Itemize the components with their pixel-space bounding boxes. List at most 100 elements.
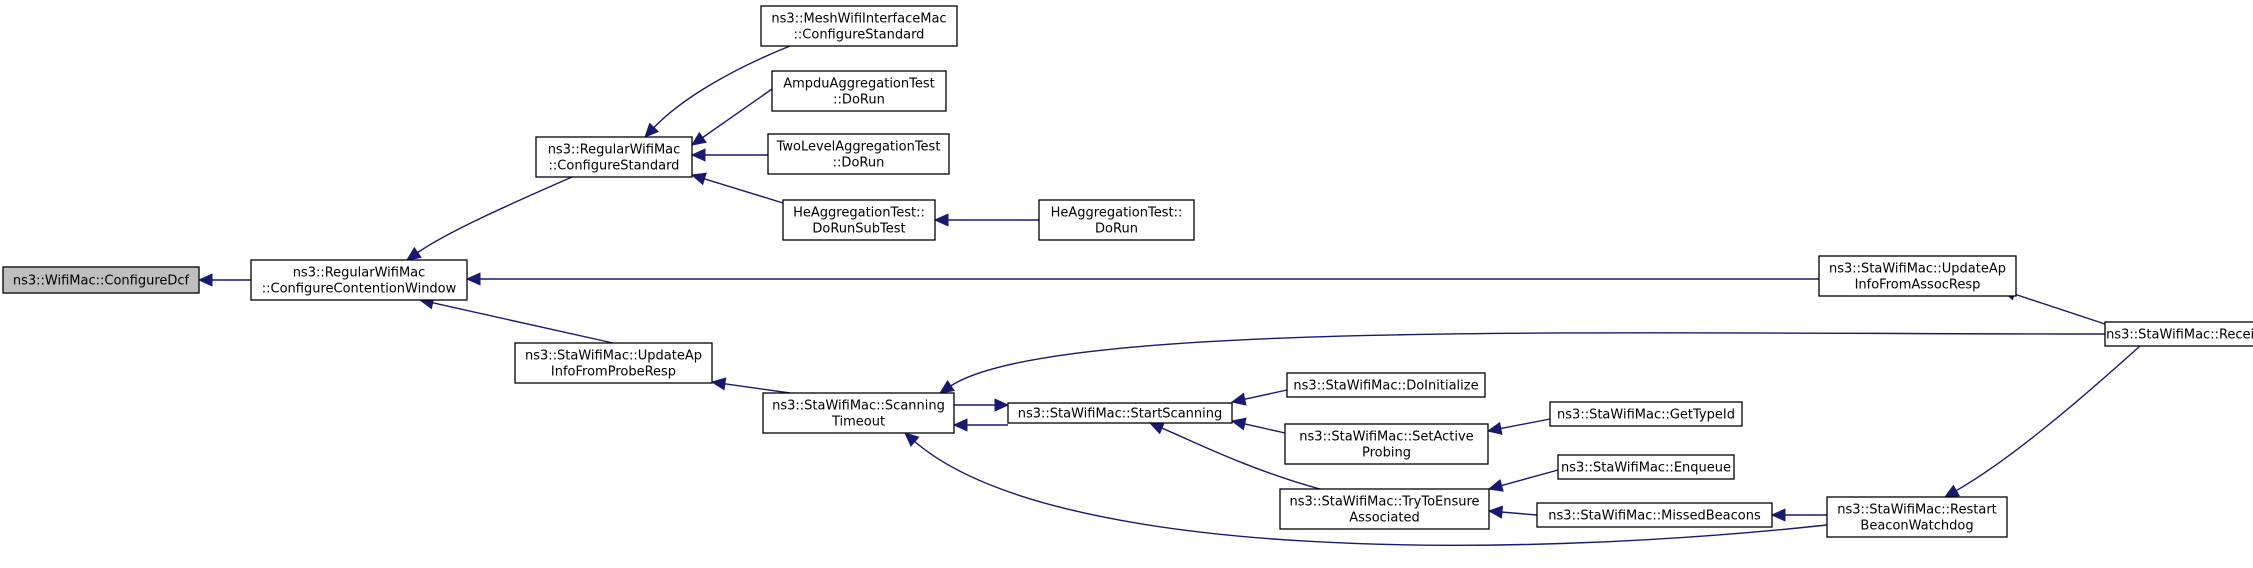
edge-layer bbox=[197, 45, 2141, 546]
arrowhead-icon bbox=[1487, 479, 1504, 492]
edge-mesh_configure_standard-to-regular_configure_standard bbox=[644, 45, 791, 138]
node-ampdu_dorun[interactable]: AmpduAggregationTest::DoRun bbox=[771, 70, 947, 112]
edge-line bbox=[703, 177, 784, 204]
edge-set_active_probing-to-start_scanning bbox=[1230, 417, 1286, 434]
edge-ampdu_dorun-to-regular_configure_standard bbox=[691, 88, 773, 146]
node-label: InfoFromProbeResp bbox=[551, 365, 676, 380]
arrowhead-icon bbox=[644, 122, 660, 138]
arrowhead-icon bbox=[691, 131, 707, 146]
node-label: ns3::StaWifiMac::StartScanning bbox=[1018, 407, 1223, 422]
node-label: Probing bbox=[1362, 446, 1411, 461]
node-receive[interactable]: ns3::StaWifiMac::Receive bbox=[2104, 321, 2253, 347]
node-missed_beacons[interactable]: ns3::StaWifiMac::MissedBeacons bbox=[1536, 502, 1773, 528]
node-label: AmpduAggregationTest bbox=[783, 77, 934, 92]
edge-line bbox=[1500, 469, 1559, 487]
node-label: ns3::StaWifiMac::SetActive bbox=[1299, 430, 1473, 445]
node-label: DoRunSubTest bbox=[812, 222, 905, 237]
arrowhead-icon bbox=[406, 246, 422, 261]
node-configure_dcf[interactable]: ns3::WifiMac::ConfigureDcf bbox=[2, 266, 200, 294]
node-label: ns3::StaWifiMac::UpdateAp bbox=[1829, 262, 2006, 277]
edge-restart_beacon_watchdog-to-scanning_timeout bbox=[904, 432, 1828, 546]
node-get_type_id[interactable]: ns3::StaWifiMac::GetTypeId bbox=[1549, 401, 1743, 427]
node-label: ::ConfigureContentionWindow bbox=[262, 282, 457, 297]
node-label: ns3::MeshWifiInterfaceMac bbox=[771, 12, 946, 27]
arrowhead-icon bbox=[465, 272, 481, 286]
node-label: ns3::StaWifiMac::Scanning bbox=[772, 399, 945, 414]
node-configure_contention_window[interactable]: ns3::RegularWifiMac::ConfigureContention… bbox=[250, 259, 468, 301]
edge-line bbox=[1499, 418, 1551, 430]
node-label: BeaconWatchdog bbox=[1860, 519, 1973, 534]
node-box bbox=[771, 70, 947, 112]
node-box bbox=[1284, 423, 1489, 465]
edge-missed_beacons-to-try_to_ensure_associated bbox=[1487, 505, 1538, 519]
edge-receive-to-update_ap_info_assoc bbox=[2000, 287, 2106, 325]
edge-line bbox=[1160, 427, 1321, 490]
edge-line bbox=[701, 88, 773, 139]
arrowhead-icon bbox=[1487, 505, 1504, 519]
node-label: ns3::RegularWifiMac bbox=[548, 143, 681, 158]
node-label: ::ConfigureStandard bbox=[794, 28, 925, 43]
node-box bbox=[1818, 255, 2017, 297]
node-he_dorunsubtest[interactable]: HeAggregationTest::DoRunSubTest bbox=[782, 199, 936, 241]
node-mesh_configure_standard[interactable]: ns3::MeshWifiInterfaceMac::ConfigureStan… bbox=[760, 5, 958, 47]
node-twolevel_dorun[interactable]: TwoLevelAggregationTest::DoRun bbox=[767, 133, 950, 175]
node-box bbox=[2, 266, 200, 294]
node-update_ap_info_assoc[interactable]: ns3::StaWifiMac::UpdateApInfoFromAssocRe… bbox=[1818, 255, 2017, 297]
edge-update_ap_info_probe-to-configure_contention_window bbox=[418, 296, 614, 344]
arrowhead-icon bbox=[1148, 422, 1166, 435]
edge-scanning_timeout-to-update_ap_info_probe bbox=[710, 377, 791, 394]
edge-configure_contention_window-to-configure_dcf bbox=[197, 273, 251, 287]
node-label: ::DoRun bbox=[833, 156, 885, 171]
node-update_ap_info_probe[interactable]: ns3::StaWifiMac::UpdateApInfoFromProbeRe… bbox=[514, 342, 713, 384]
node-enqueue[interactable]: ns3::StaWifiMac::Enqueue bbox=[1557, 454, 1735, 480]
arrowhead-icon bbox=[197, 273, 213, 287]
edge-line bbox=[949, 332, 2106, 387]
node-regular_configure_standard[interactable]: ns3::RegularWifiMac::ConfigureStandard bbox=[535, 136, 693, 178]
arrowhead-icon bbox=[710, 377, 727, 391]
node-box bbox=[1007, 402, 1233, 424]
node-label: ns3::RegularWifiMac bbox=[293, 266, 426, 281]
edge-scanning_timeout-to-start_scanning bbox=[954, 398, 1010, 412]
node-start_scanning[interactable]: ns3::StaWifiMac::StartScanning bbox=[1007, 402, 1233, 424]
node-box bbox=[1557, 454, 1735, 480]
edge-get_type_id-to-set_active_probing bbox=[1486, 418, 1551, 435]
node-label: ::ConfigureStandard bbox=[549, 159, 680, 174]
node-box bbox=[762, 392, 955, 434]
node-box bbox=[767, 133, 950, 175]
node-box bbox=[2104, 321, 2253, 347]
node-label: ns3::StaWifiMac::MissedBeacons bbox=[1548, 509, 1761, 524]
node-label: Associated bbox=[1349, 511, 1419, 526]
node-label: DoRun bbox=[1095, 222, 1138, 237]
arrowhead-icon bbox=[933, 213, 949, 227]
node-label: ns3::StaWifiMac::Restart bbox=[1837, 503, 1997, 518]
edge-regular_configure_standard-to-configure_contention_window bbox=[406, 176, 573, 261]
node-box bbox=[535, 136, 693, 178]
edge-line bbox=[1500, 511, 1538, 516]
edge-start_scanning-to-scanning_timeout bbox=[952, 418, 1008, 432]
edge-he_dorun-to-he_dorunsubtest bbox=[933, 213, 1039, 227]
node-layer: ns3::WifiMac::ConfigureDcf ns3::RegularWi… bbox=[2, 5, 2253, 538]
node-box bbox=[760, 5, 958, 47]
edge-try_to_ensure_associated-to-start_scanning bbox=[1148, 422, 1321, 490]
edge-line bbox=[2013, 293, 2106, 325]
edge-line bbox=[1955, 345, 2141, 492]
node-box bbox=[1286, 372, 1486, 398]
arrowhead-icon bbox=[1230, 417, 1247, 431]
arrowhead-icon bbox=[1230, 392, 1247, 406]
node-box bbox=[250, 259, 468, 301]
node-do_initialize[interactable]: ns3::StaWifiMac::DoInitialize bbox=[1286, 372, 1486, 398]
arrowhead-icon bbox=[904, 432, 920, 447]
edge-restart_beacon_watchdog-to-missed_beacons bbox=[1770, 508, 1827, 522]
edge-do_initialize-to-start_scanning bbox=[1230, 389, 1288, 406]
node-he_dorun[interactable]: HeAggregationTest::DoRun bbox=[1038, 199, 1195, 241]
arrowhead-icon bbox=[690, 148, 706, 162]
edge-line bbox=[416, 176, 573, 254]
edge-twolevel_dorun-to-regular_configure_standard bbox=[690, 148, 768, 162]
node-label: TwoLevelAggregationTest bbox=[776, 140, 941, 155]
edge-he_dorunsubtest-to-regular_configure_standard bbox=[690, 172, 784, 204]
